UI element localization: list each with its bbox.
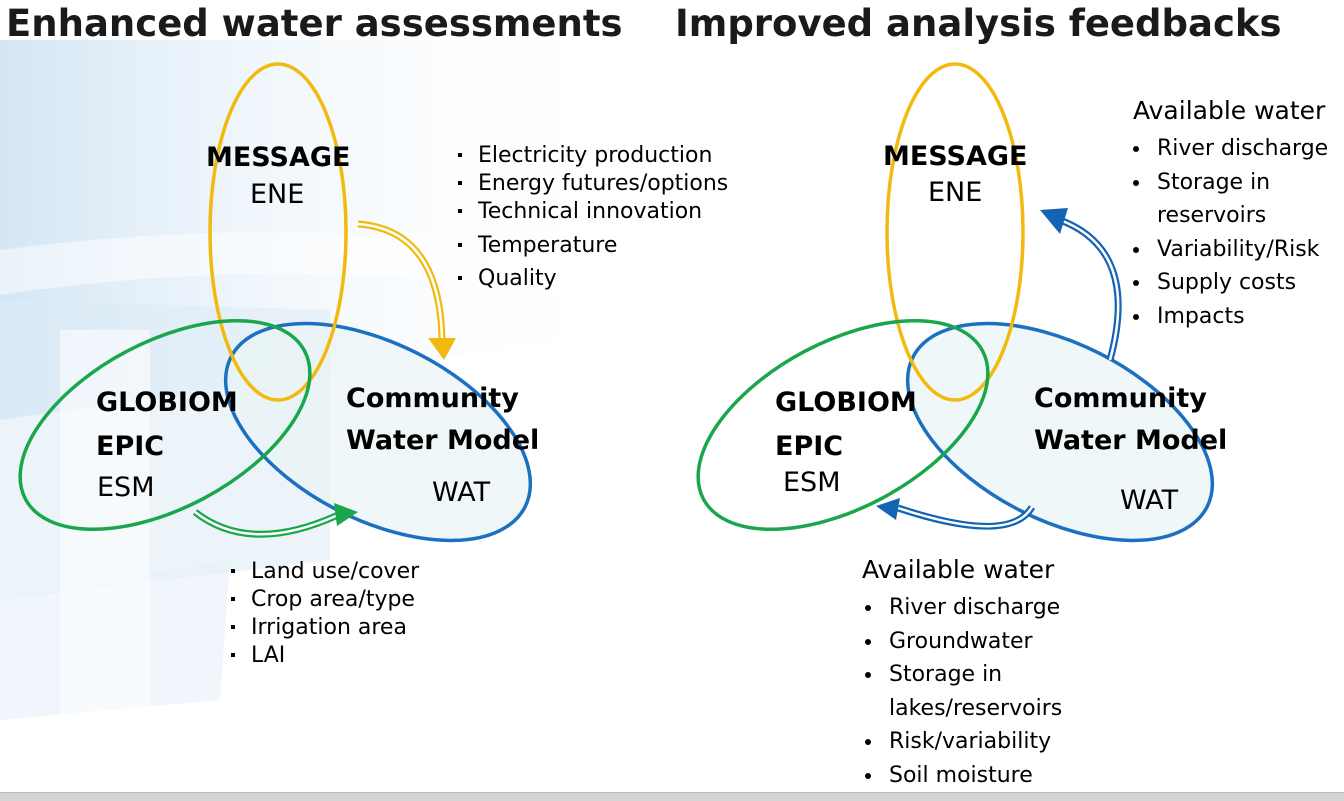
left-esm-label: ESM — [97, 472, 155, 503]
list-item: Storage in reservoirs — [1130, 166, 1307, 233]
list-item: Supply costs — [1130, 266, 1340, 300]
bottom-scroll-bar — [0, 792, 1344, 801]
left-land-arrowhead — [334, 503, 358, 526]
list-item: Irrigation area — [231, 614, 419, 642]
right-energy-ellipse — [885, 62, 1025, 402]
left-land-ellipse — [18, 318, 312, 532]
left-globiom-label: GLOBIOM — [96, 387, 238, 418]
list-item: Storage in lakes/reservoirs — [862, 658, 1079, 725]
list-item: LAI — [231, 642, 419, 670]
list-item: Energy futures/options — [458, 170, 728, 198]
right-globiom-label: GLOBIOM — [775, 387, 917, 418]
list-item: Quality — [458, 265, 728, 293]
right-water-model-label: Water Model — [1034, 425, 1228, 456]
right-bottom-list: River discharge Groundwater Storage in l… — [862, 591, 1102, 793]
list-item: Electricity production — [458, 142, 728, 170]
left-title: Enhanced water assessments — [6, 2, 623, 45]
list-item: Temperature — [458, 232, 728, 260]
right-message-label: MESSAGE — [883, 141, 1028, 172]
right-venn — [696, 62, 1215, 543]
list-item: River discharge — [1130, 132, 1340, 166]
left-energy-to-water-arrow — [357, 220, 446, 341]
right-community-label: Community — [1034, 383, 1207, 414]
right-water-ellipse — [905, 321, 1215, 543]
list-item: Groundwater — [862, 625, 1102, 659]
right-top-list: River discharge Storage in reservoirs Va… — [1130, 132, 1340, 334]
list-item: Technical innovation — [458, 198, 728, 226]
right-epic-label: EPIC — [775, 431, 844, 462]
list-item: Soil moisture — [862, 759, 1102, 793]
list-item: Risk/variability — [862, 725, 1102, 759]
right-esm-label: ESM — [783, 467, 841, 498]
left-community-label: Community — [346, 383, 519, 414]
right-top-header: Available water — [1133, 96, 1326, 125]
list-item: Impacts — [1130, 300, 1340, 334]
right-land-arrowhead — [876, 498, 900, 520]
list-item: Crop area/type — [231, 586, 419, 614]
list-item: Land use/cover — [231, 558, 419, 586]
left-wat-label: WAT — [432, 477, 491, 508]
left-energy-ellipse — [208, 62, 348, 402]
right-bottom-header: Available water — [862, 555, 1055, 584]
left-venn — [18, 62, 533, 543]
left-epic-label: EPIC — [96, 431, 165, 462]
right-land-ellipse — [696, 318, 990, 532]
right-ene-label: ENE — [928, 177, 983, 208]
right-wat-label: WAT — [1120, 485, 1179, 516]
left-water-model-label: Water Model — [346, 425, 540, 456]
right-energy-arrowhead — [1040, 208, 1068, 234]
right-title: Improved analysis feedbacks — [675, 2, 1282, 45]
left-energy-list: Electricity production Energy futures/op… — [458, 142, 728, 293]
list-item: River discharge — [862, 591, 1102, 625]
left-energy-arrowhead — [428, 338, 456, 360]
left-message-label: MESSAGE — [206, 142, 351, 173]
list-item: Variability/Risk — [1130, 233, 1340, 267]
left-ene-label: ENE — [250, 179, 305, 210]
left-land-list: Land use/cover Crop area/type Irrigation… — [231, 558, 419, 670]
